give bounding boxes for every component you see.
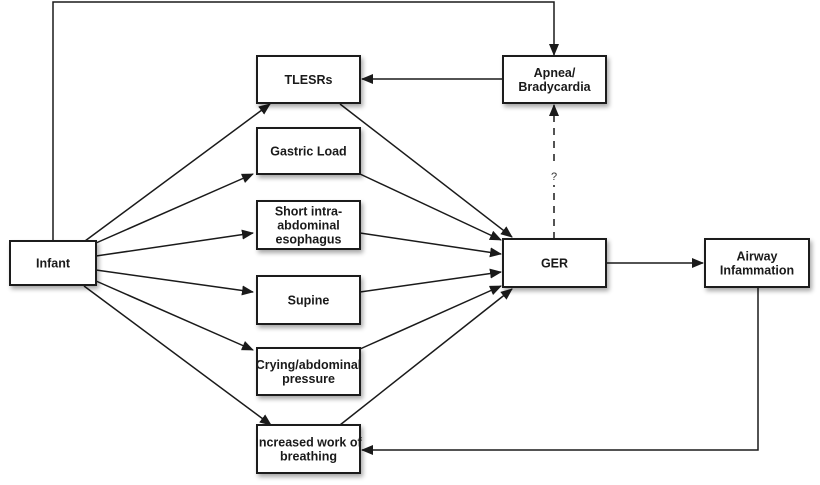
- edge-infant-to-short: [95, 229, 254, 257]
- edge-infant-to-tlesrs: [84, 103, 271, 242]
- edge-label-ger-to-apnea: ?: [551, 171, 557, 183]
- node-label-ger: GER: [541, 257, 568, 271]
- node-box-supine: [256, 275, 361, 325]
- edge-short-to-ger: [359, 232, 502, 258]
- edge-infant-to-apnea: [52, 1, 559, 241]
- node-label-apnea: Apnea/: [534, 66, 576, 80]
- node-label-crying: Crying/abdominal: [256, 358, 362, 372]
- edge-infant-to-work: [83, 285, 272, 426]
- node-apnea: Apnea/Bradycardia: [502, 55, 607, 104]
- node-box-infant: [9, 240, 97, 286]
- node-label-short: esophagus: [276, 233, 342, 247]
- node-box-short: [256, 200, 361, 250]
- edge-crying-to-ger: [359, 285, 502, 350]
- edge-label-background: [548, 167, 560, 185]
- edges-layer: ?: [52, 1, 759, 455]
- node-box-apnea: [502, 55, 607, 104]
- edge-infant-to-crying: [95, 280, 254, 351]
- node-label-infant: Infant: [36, 257, 71, 271]
- edge-work-to-ger: [339, 288, 513, 426]
- node-tlesrs: TLESRs: [256, 55, 361, 104]
- node-label-airway: Airway: [737, 250, 778, 264]
- node-box-ger: [502, 238, 607, 288]
- node-gastric: Gastric Load: [256, 127, 361, 175]
- node-box-tlesrs: [256, 55, 361, 104]
- edge-infant-to-supine: [95, 269, 254, 296]
- edge-gastric-to-ger: [359, 173, 502, 241]
- node-label-crying: pressure: [282, 372, 335, 386]
- node-ger: GER: [502, 238, 607, 288]
- node-box-work: [256, 424, 361, 474]
- node-label-short: abdominal: [277, 219, 340, 233]
- node-label-work: breathing: [280, 450, 337, 464]
- node-label-airway: Infammation: [720, 264, 794, 278]
- node-label-gastric: Gastric Load: [270, 145, 346, 159]
- edge-airway-to-work: [361, 287, 759, 455]
- node-label-tlesrs: TLESRs: [285, 73, 333, 87]
- node-label-short: Short intra-: [275, 205, 342, 219]
- node-label-supine: Supine: [288, 294, 330, 308]
- node-label-work: Increased work of: [255, 436, 362, 450]
- node-label-apnea: Bradycardia: [518, 80, 591, 94]
- edge-supine-to-ger: [359, 268, 502, 293]
- node-infant: Infant: [9, 240, 97, 286]
- node-supine: Supine: [256, 275, 361, 325]
- node-box-gastric: [256, 127, 361, 175]
- node-box-airway: [704, 238, 810, 288]
- node-box-crying: [256, 347, 361, 396]
- edge-infant-to-gastric: [95, 173, 254, 244]
- edge-tlesrs-to-ger: [339, 103, 513, 238]
